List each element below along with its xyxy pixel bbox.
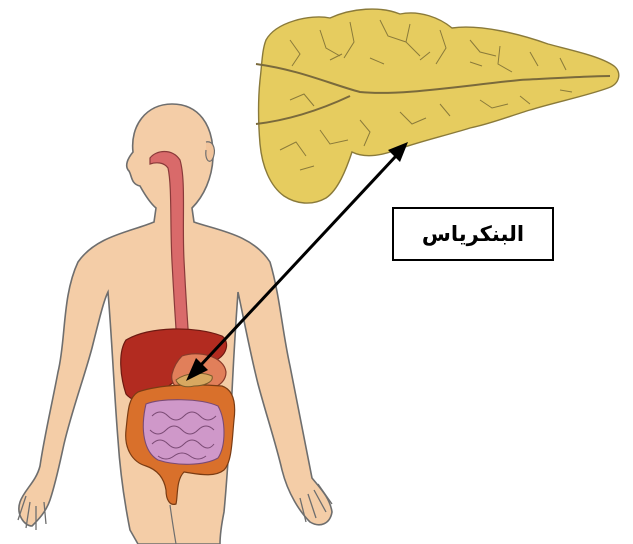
- pancreas-body: [259, 9, 619, 203]
- ear: [206, 142, 215, 161]
- pancreas-enlarged: [256, 9, 619, 203]
- pancreas-label: البنكرياس: [392, 207, 554, 261]
